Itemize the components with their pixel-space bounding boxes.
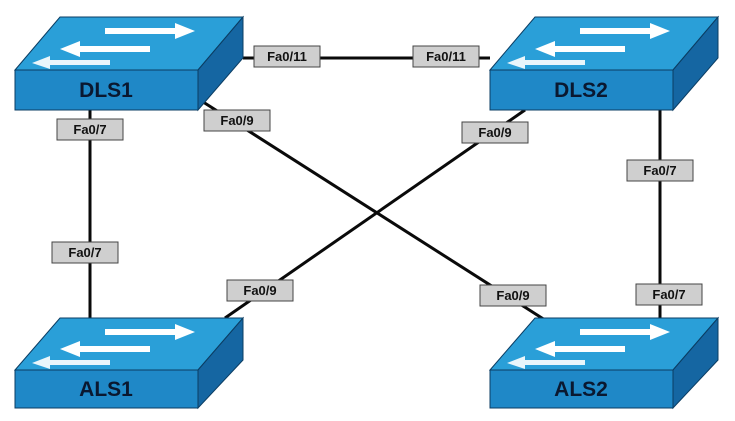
switch-front-face — [14, 69, 199, 111]
port-label-dls1-fa0-11: Fa0/11 — [253, 45, 321, 68]
switch-label: ALS1 — [79, 378, 133, 401]
port-label-als1-fa0-7: Fa0/7 — [51, 241, 119, 264]
port-label-dls2-fa0-7: Fa0/7 — [626, 159, 694, 182]
svg-text:Fa0/7: Fa0/7 — [68, 245, 101, 260]
switch-label: ALS2 — [554, 378, 608, 401]
link-dls1-als2 — [199, 98, 546, 322]
port-label-als1-fa0-9: Fa0/9 — [226, 279, 294, 302]
port-label-dls1-fa0-9: Fa0/9 — [203, 109, 271, 132]
svg-text:Fa0/7: Fa0/7 — [73, 122, 106, 137]
svg-text:Fa0/9: Fa0/9 — [478, 125, 511, 140]
switch-label: DLS2 — [554, 79, 608, 102]
layer2-switch-icon — [507, 23, 670, 69]
port-label-als2-fa0-9: Fa0/9 — [479, 284, 547, 307]
svg-text:Fa0/7: Fa0/7 — [652, 287, 685, 302]
svg-text:Fa0/11: Fa0/11 — [267, 49, 307, 64]
svg-text:Fa0/9: Fa0/9 — [496, 288, 529, 303]
switch-dls2[interactable]: DLS2 — [488, 15, 720, 112]
switch-als2[interactable]: ALS2 — [488, 316, 720, 410]
switch-label: DLS1 — [79, 79, 133, 102]
port-label-dls2-fa0-11: Fa0/11 — [412, 45, 480, 68]
layer2-switch-icon — [507, 324, 670, 369]
switch-als1[interactable]: ALS1 — [13, 316, 245, 410]
layer2-switch-icon — [32, 324, 195, 369]
svg-text:Fa0/11: Fa0/11 — [426, 49, 466, 64]
switch-dls1[interactable]: DLS1 — [13, 15, 245, 112]
switch-front-face — [489, 69, 674, 111]
port-label-dls2-fa0-9: Fa0/9 — [461, 121, 529, 144]
svg-text:Fa0/9: Fa0/9 — [220, 113, 253, 128]
switch-front-face — [14, 369, 199, 409]
port-labels: Fa0/11 Fa0/11 Fa0/7 Fa0/7 Fa0/9 Fa0/9 Fa… — [51, 45, 703, 307]
svg-text:Fa0/9: Fa0/9 — [243, 283, 276, 298]
port-label-als2-fa0-7: Fa0/7 — [635, 283, 703, 306]
port-label-dls1-fa0-7: Fa0/7 — [56, 118, 124, 141]
svg-text:Fa0/7: Fa0/7 — [643, 163, 676, 178]
switch-front-face — [489, 369, 674, 409]
layer2-switch-icon — [32, 23, 195, 69]
